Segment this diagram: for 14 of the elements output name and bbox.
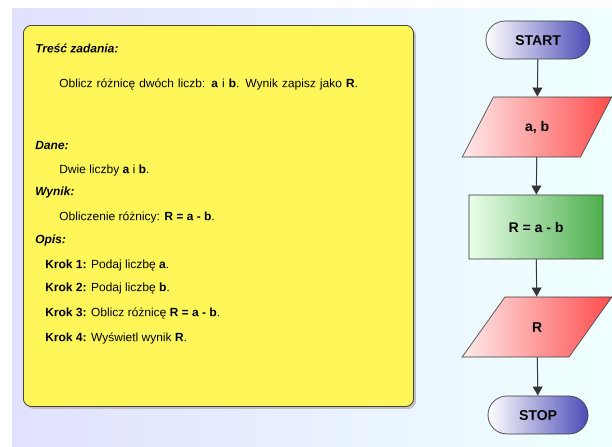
heading: Opis: bbox=[36, 234, 66, 246]
process-box: R = a - b bbox=[468, 194, 604, 260]
terminator: STOP bbox=[488, 396, 588, 434]
heading: Treść zadania: bbox=[36, 44, 118, 52]
step-text: Krok 2: Podaj liczbę b. bbox=[46, 282, 169, 294]
heading: Wynik: bbox=[36, 186, 74, 198]
body-text: Oblicz różnicę dwóch liczb: a i b. Wynik zapisz jako R. bbox=[60, 78, 357, 90]
terminator: START bbox=[486, 20, 590, 60]
step-text: Krok 1: Podaj liczbę a. bbox=[46, 259, 168, 271]
body-text: Dwie liczby a i b. bbox=[60, 164, 148, 176]
step-text: Krok 3: Oblicz różnicę R = a - b. bbox=[46, 307, 219, 319]
step-text: Krok 4: Wyświetl wynik R. bbox=[46, 332, 186, 344]
body-text: Obliczenie różnicy: R = a - b. bbox=[60, 211, 214, 223]
heading: Dane: bbox=[35, 140, 68, 150]
